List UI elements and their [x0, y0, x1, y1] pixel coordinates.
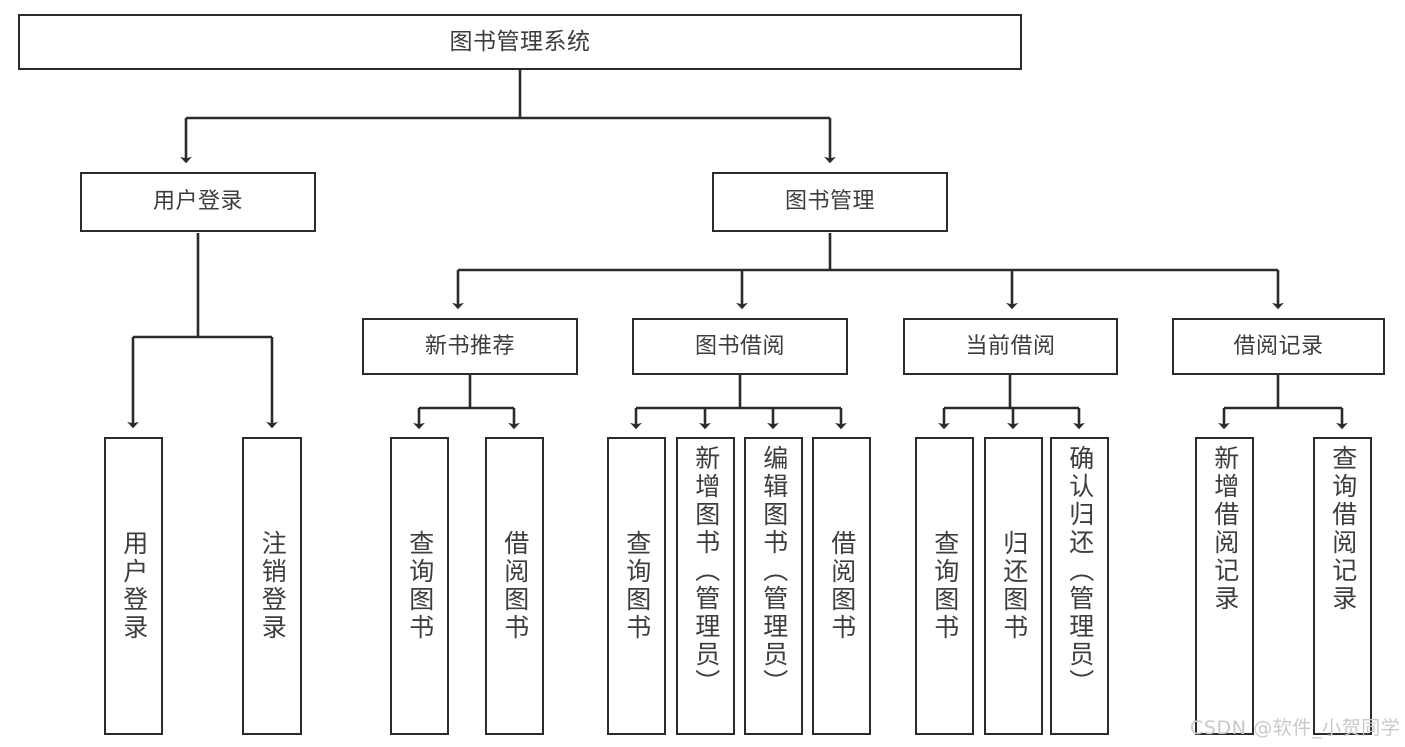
node-new-book-rec-label: 新书推荐 — [424, 333, 515, 359]
node-borrow-record[interactable]: 借阅记录 — [1172, 318, 1385, 375]
leaf-cur-return[interactable]: 归还图书 — [984, 437, 1043, 735]
leaf-borrow-lend-label: 借阅图书 — [827, 530, 857, 642]
leaf-borrow-query-label: 查询图书 — [622, 530, 652, 642]
leaf-record-query-label: 查询借阅记录 — [1328, 445, 1358, 613]
node-user-login-label: 用户登录 — [152, 189, 243, 214]
leaf-cur-confirm-label: 确认归还（管理员） — [1065, 445, 1095, 697]
node-root[interactable]: 图书管理系统 — [18, 14, 1022, 70]
leaf-borrow-query[interactable]: 查询图书 — [607, 437, 666, 735]
leaf-record-add[interactable]: 新增借阅记录 — [1195, 437, 1254, 735]
leaf-rec-borrow[interactable]: 借阅图书 — [485, 437, 544, 735]
leaf-borrow-add-label: 新增图书（管理员） — [691, 445, 721, 697]
leaf-cur-query[interactable]: 查询图书 — [915, 437, 974, 735]
leaf-user-login[interactable]: 用户登录 — [104, 437, 163, 735]
node-root-label: 图书管理系统 — [449, 28, 591, 55]
leaf-cur-confirm[interactable]: 确认归还（管理员） — [1050, 437, 1109, 735]
node-book-manage-label: 图书管理 — [784, 189, 875, 214]
leaf-rec-query-label: 查询图书 — [405, 530, 435, 642]
leaf-user-login-label: 用户登录 — [119, 530, 149, 642]
leaf-cur-return-label: 归还图书 — [999, 530, 1029, 642]
csdn-watermark: CSDN @软件_小贺同学 — [1190, 717, 1401, 739]
leaf-rec-borrow-label: 借阅图书 — [500, 530, 530, 642]
node-borrow-record-label: 借阅记录 — [1233, 333, 1324, 359]
leaf-borrow-edit[interactable]: 编辑图书（管理员） — [744, 437, 803, 735]
leaf-record-add-label: 新增借阅记录 — [1210, 445, 1240, 613]
leaf-rec-query[interactable]: 查询图书 — [390, 437, 449, 735]
node-new-book-rec[interactable]: 新书推荐 — [362, 318, 578, 375]
node-book-borrow-label: 图书借阅 — [694, 333, 785, 359]
leaf-cur-query-label: 查询图书 — [930, 530, 960, 642]
node-current-borrow-label: 当前借阅 — [965, 333, 1056, 359]
leaf-record-query[interactable]: 查询借阅记录 — [1313, 437, 1372, 735]
node-book-manage[interactable]: 图书管理 — [712, 172, 948, 232]
node-book-borrow[interactable]: 图书借阅 — [632, 318, 848, 375]
leaf-user-logout[interactable]: 注销登录 — [242, 437, 302, 735]
leaf-user-logout-label: 注销登录 — [258, 530, 288, 642]
leaf-borrow-edit-label: 编辑图书（管理员） — [759, 445, 789, 697]
leaf-borrow-lend[interactable]: 借阅图书 — [812, 437, 871, 735]
node-user-login[interactable]: 用户登录 — [80, 172, 316, 232]
node-current-borrow[interactable]: 当前借阅 — [903, 318, 1118, 375]
leaf-borrow-add[interactable]: 新增图书（管理员） — [676, 437, 735, 735]
